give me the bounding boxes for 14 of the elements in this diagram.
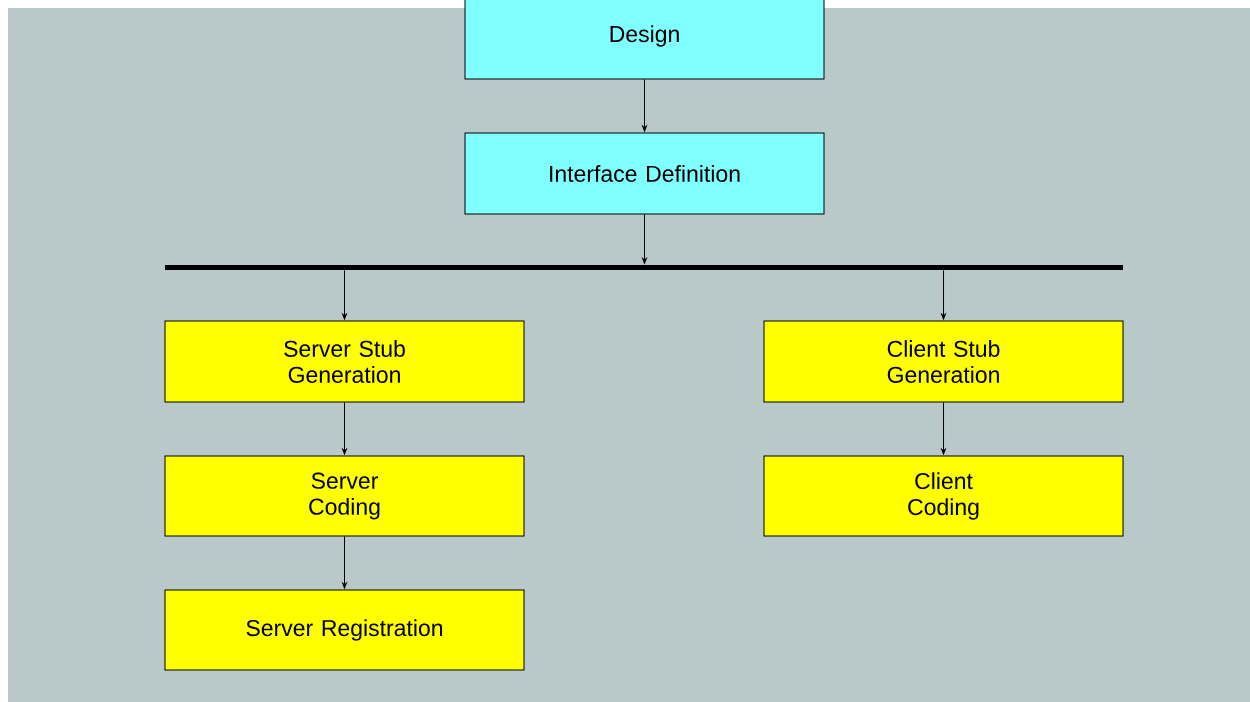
arrow	[941, 402, 946, 455]
process-box: Design	[464, 0, 825, 80]
process-box: Server Stub Generation	[164, 320, 525, 403]
process-box: Client Stub Generation	[763, 320, 1124, 403]
process-box: Client Coding	[763, 455, 1124, 537]
process-box: Server Coding	[164, 455, 525, 537]
arrow	[342, 269, 347, 320]
arrow	[342, 536, 347, 589]
arrow	[642, 79, 647, 132]
process-box: Server Registration	[164, 589, 525, 671]
arrow	[642, 214, 647, 264]
process-box: Interface Definition	[464, 132, 825, 215]
arrow	[342, 402, 347, 455]
arrow	[941, 269, 946, 320]
